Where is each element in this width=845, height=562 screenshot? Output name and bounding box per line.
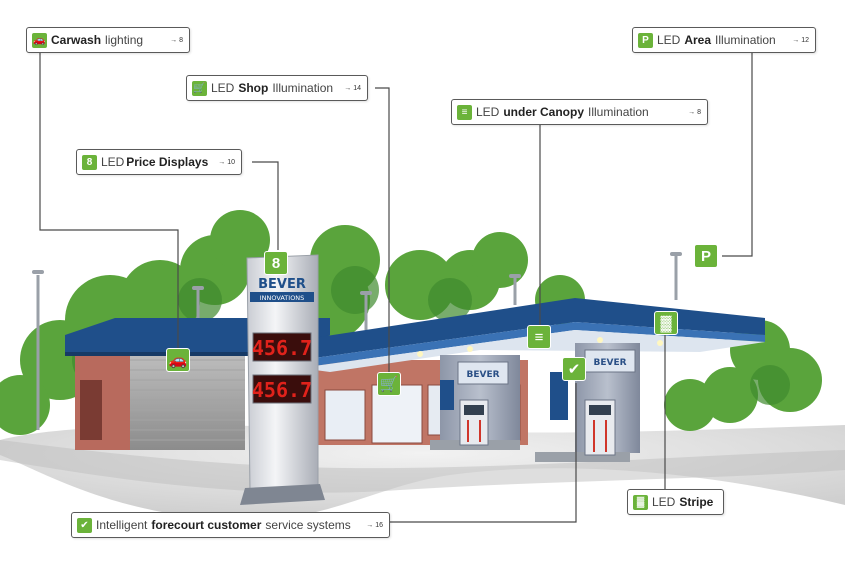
callout-price: 8 LED Price Displays → 10 [76,149,242,175]
callout-stripe-pre: LED [652,495,676,509]
parking-marker-icon: P [694,244,718,268]
callout-canopy-ref: → 8 [688,108,701,116]
canopy [300,298,765,372]
callout-area-pre: LED [657,33,681,47]
ground-shadow [0,440,845,493]
callout-carwash: 🚗 Carwash lighting → 8 [26,27,190,53]
pillar-brand-1: BEVER [466,370,499,380]
canopy-marker-icon: ≡ [527,325,551,349]
callout-forecourt-ref: → 16 [366,521,383,529]
callout-forecourt: ✔ Intelligent forecourt customer service… [71,512,390,538]
checkmark-icon: ✔ [77,517,92,533]
callout-shop-bold: Shop [238,81,269,95]
callout-shop-post: Illumination [272,81,334,95]
callout-canopy-bold: under Canopy [503,105,585,119]
shop-cart-icon: 🛒 [192,80,207,96]
callout-shop: 🛒 LED Shop Illumination → 14 [186,75,368,101]
pillar-brand-2: BEVER [593,358,626,368]
callout-area: P LED Area Illumination → 12 [632,27,816,53]
callout-carwash-post: lighting [105,33,144,47]
callout-forecourt-bold: forecourt customer [151,518,262,532]
price-display-2: 456.7 [252,378,312,402]
price-pylon: BEVER INNOVATIONS 456.7 456.7 [240,254,325,505]
callout-area-bold: Area [684,33,712,47]
callout-canopy-pre: LED [476,105,500,119]
forecourt-marker-icon: ✔ [562,357,586,381]
callout-area-ref: → 12 [792,36,809,44]
callout-area-post: Illumination [715,33,776,47]
car-wash-icon: 🚗 [32,32,47,48]
callout-carwash-ref: → 8 [170,36,183,44]
canopy-light-icon: ≡ [457,104,472,120]
price-display-marker-icon: 8 [264,251,288,275]
stripe-marker-icon: ▓ [654,311,678,335]
led-stripe-icon: ▓ [633,494,648,510]
callout-shop-pre: LED [211,81,235,95]
callout-forecourt-post: service systems [265,518,351,532]
connector-lines [39,52,753,523]
shop-marker-icon: 🛒 [377,372,401,396]
pylon-brand-sub: INNOVATIONS [260,294,305,302]
fuel-pumps [430,372,630,462]
price-display-icon: 8 [82,154,97,170]
callout-stripe-bold: Stripe [679,495,714,509]
callout-canopy: ≡ LED under Canopy Illumination → 8 [451,99,708,125]
callout-price-bold: Price Displays [126,155,209,169]
callout-price-pre: LED [101,155,125,169]
carwash-marker-icon: 🚗 [166,348,190,372]
price-display-1: 456.7 [252,336,312,360]
pylon-brand: BEVER [258,277,306,292]
callout-price-ref: → 10 [218,158,235,166]
parking-icon: P [638,32,653,48]
callout-carwash-bold: Carwash [51,33,102,47]
callout-canopy-post: Illumination [588,105,649,119]
callout-forecourt-pre: Intelligent [96,518,148,532]
callout-shop-ref: → 14 [344,84,361,92]
callout-stripe: ▓ LED Stripe [627,489,724,515]
